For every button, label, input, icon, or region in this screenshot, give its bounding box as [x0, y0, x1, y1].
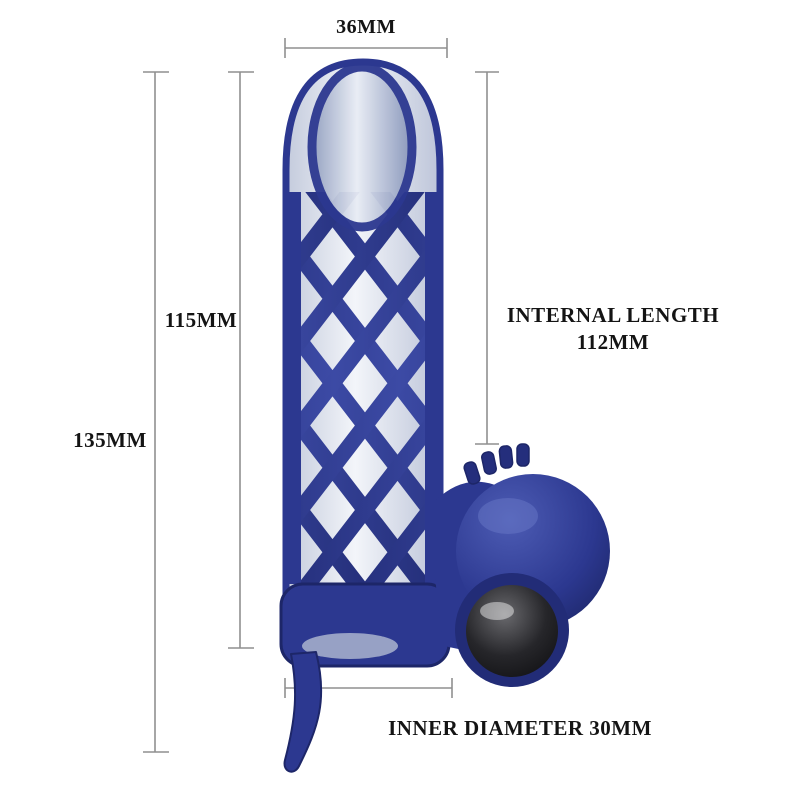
tail-strap: [283, 651, 323, 773]
dimension-line-sleeve-length: [228, 71, 254, 649]
internal-length-label: INTERNAL LENGTH 112MM: [500, 302, 726, 356]
dimension-line-internal-length: [475, 71, 499, 445]
top-width-label: 36MM: [336, 16, 396, 38]
internal-length-value: 112MM: [576, 330, 650, 354]
bullet-vibrator: [434, 443, 610, 687]
inner-diameter-label: INNER DIAMETER 30MM: [388, 716, 652, 740]
dimension-lines: [143, 38, 499, 753]
sleeve-outline: [282, 58, 444, 600]
dimension-line-total-length: [143, 71, 169, 753]
glossy-ball: [466, 585, 558, 677]
glossy-ball-highlight: [480, 602, 514, 620]
product-illustration: [279, 58, 610, 773]
dome-window: [307, 62, 417, 232]
sleeve-length-label: 115MM: [164, 308, 238, 332]
internal-length-text: INTERNAL LENGTH: [506, 303, 720, 327]
total-length-label: 135MM: [73, 428, 147, 452]
dimension-line-top-width: [284, 38, 448, 58]
bullet-nubs: [463, 443, 530, 485]
sleeve-base: [279, 582, 451, 668]
